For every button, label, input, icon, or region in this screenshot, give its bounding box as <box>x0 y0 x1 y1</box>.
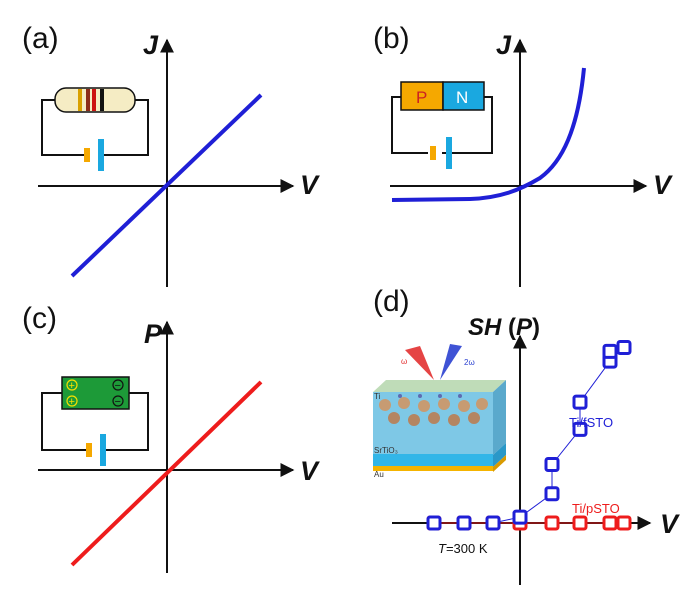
plus-sign-2: + <box>69 396 75 408</box>
panel-c-label: (c) <box>22 302 57 335</box>
panel-a-linear-curve <box>70 93 263 278</box>
panel-a-y-label: J <box>143 30 159 60</box>
minus-sign: − <box>115 380 121 392</box>
data-point-1-4 <box>544 515 560 531</box>
panel-d-plot-area <box>426 340 632 531</box>
resistor-circuit <box>41 87 149 171</box>
panel-d-x-label: V <box>660 509 680 539</box>
panel-b-diode-curve <box>391 67 586 202</box>
data-point-0-4 <box>544 486 560 502</box>
panel-c-polarization-line <box>70 380 263 567</box>
atom-spheres <box>379 394 488 426</box>
incident-beam <box>405 346 434 380</box>
ferroelectric-cell <box>61 376 130 410</box>
two-omega-label: 2ω <box>464 358 475 367</box>
panel-a-x-label: V <box>300 170 320 200</box>
temperature-label: T=300 K <box>438 541 488 556</box>
srtio3-label: SrTiO₃ <box>374 446 398 455</box>
data-point-0-6 <box>572 421 588 437</box>
series-label-ti-psto: Ti/pSTO <box>572 501 620 516</box>
data-point-0-2 <box>485 515 501 531</box>
plus-sign: + <box>69 380 75 392</box>
data-point-1-7 <box>616 515 632 531</box>
panel-b-y-label: J <box>496 30 512 60</box>
panel-d-label: (d) <box>373 285 410 318</box>
sh-beam <box>440 344 462 380</box>
data-point-0-0 <box>426 515 442 531</box>
n-label: N <box>456 88 468 107</box>
n-region <box>442 81 485 111</box>
panel-a-label: (a) <box>22 22 59 55</box>
panel-a: (a) V J <box>22 22 320 287</box>
data-point-0-3 <box>512 509 528 525</box>
panel-d: (d) V SH (P) ω <box>373 285 680 585</box>
p-label: P <box>416 88 427 107</box>
panel-b: (b) V J P N <box>373 22 673 287</box>
data-point-0-9 <box>602 343 618 359</box>
data-point-1-5 <box>572 515 588 531</box>
data-point-0-5 <box>544 457 560 472</box>
panel-b-x-label: V <box>653 170 673 200</box>
device-inset: ω 2ω Ti SrTiO₃ Au <box>373 344 506 479</box>
panel-c-x-label: V <box>300 456 320 486</box>
series-label-ti-fsto: Ti/fSTO <box>569 415 613 430</box>
au-label: Au <box>374 470 384 479</box>
panel-c-y-label: P <box>144 319 163 349</box>
battery-neg-plate <box>84 148 90 162</box>
ti-label: Ti <box>374 392 381 401</box>
data-point-0-1 <box>456 515 472 531</box>
minus-sign-2: − <box>115 396 121 408</box>
panel-d-y-label: SH (P) <box>468 314 540 341</box>
data-point-0-7 <box>572 394 588 410</box>
battery-pos-plate <box>98 139 104 171</box>
panel-c: (c) V P + + − − <box>22 302 320 573</box>
omega-label: ω <box>401 357 407 366</box>
data-point-0-10 <box>616 340 632 355</box>
data-point-1-6 <box>602 515 618 531</box>
diode-circuit: P N <box>391 81 493 169</box>
ferroelectric-circuit: + + − − <box>41 376 149 466</box>
panel-b-label: (b) <box>373 22 410 55</box>
